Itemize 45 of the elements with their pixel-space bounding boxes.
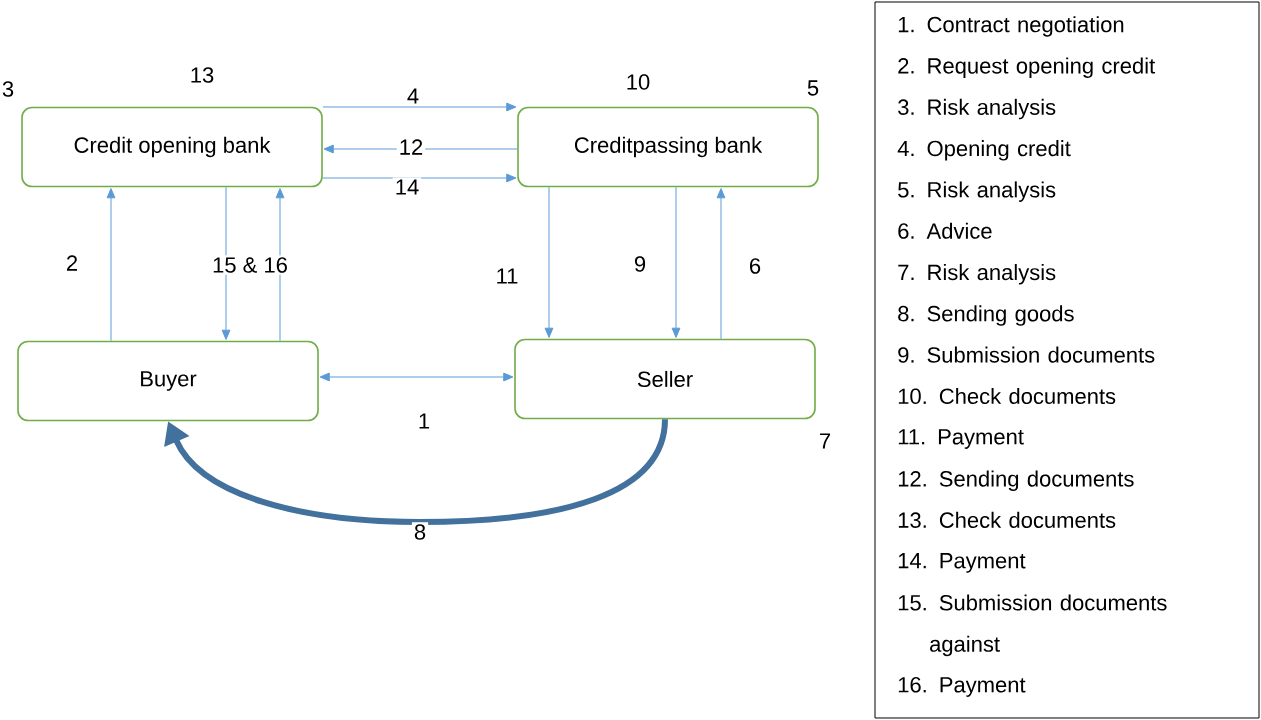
edge-label: 14 [392,177,422,197]
edge-label: 8 [411,522,429,542]
list-item: 16. Payment [898,677,1026,697]
list-item: 14. Payment [898,553,1026,573]
curved-arrow [164,418,668,525]
arrow [671,186,681,338]
arrow [319,372,514,382]
arrow [322,173,517,183]
list-item: 7. Risk analysis [898,264,1056,285]
list-item: 13. Check documents [898,511,1116,528]
process-box: Seller [514,338,816,420]
list-item: 4. Opening credit [897,140,1071,161]
edge-label: 12 [396,137,426,157]
arrow [544,186,554,338]
edge-label: 15 & 16 [210,255,290,275]
step-number: 5 [807,80,819,96]
process-box: Creditpassing bank [517,106,819,188]
process-box: Buyer [17,340,319,422]
step-number: 3 [2,81,14,97]
arrow [221,186,231,340]
list-item: 6. Advice [898,222,992,239]
list-item: 10. Check documents [898,387,1116,405]
list-item: 11. Payment [898,429,1024,449]
arrow [323,144,518,154]
step-number: 10 [627,74,650,90]
process-box: Credit opening bank [21,106,323,188]
list-item: 12. Sending documents [898,470,1134,491]
list-item: 9. Submission documents [898,346,1155,363]
list-item: 2. Request opening credit [898,57,1156,78]
list-item: 3. Risk analysis [898,98,1056,120]
arrow [322,102,517,112]
edge-label: 11 [493,266,521,286]
step-number: 7 [820,433,830,449]
edge-label: 6 [746,256,764,276]
step-number: 13 [191,67,214,83]
edge-label: 9 [631,254,649,274]
edge-label: 1 [415,411,433,431]
arrow [106,188,116,342]
edge-label: 4 [404,86,422,106]
arrow [716,188,726,340]
list-item: 8. Sending goods [898,305,1074,326]
list-item: 1. Contract negotiation [898,16,1124,37]
list-item: 5. Risk analysis [898,181,1056,202]
edge-label: 2 [63,253,81,273]
list-item: 15. Submission documents against [898,594,1167,657]
